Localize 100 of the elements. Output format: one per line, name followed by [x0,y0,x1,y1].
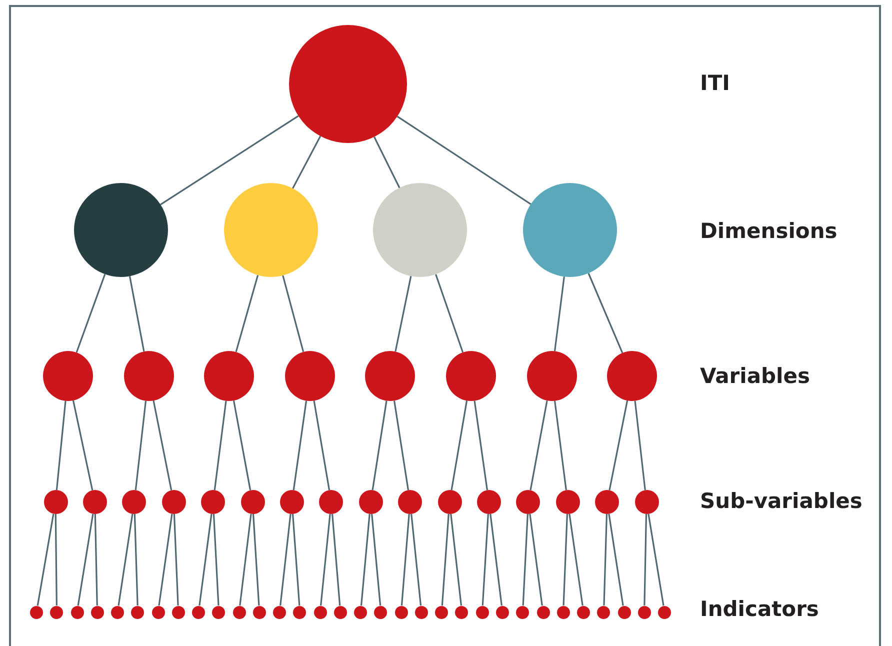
circle-node [30,606,43,618]
connector-line [252,514,260,606]
connector-line [212,514,220,606]
connector-line [603,514,608,606]
circle-node [638,606,651,618]
connector-line [72,400,94,490]
circle-node [595,490,620,514]
connector-line [554,400,567,490]
connector-line [160,115,299,206]
connector-line [396,116,532,205]
connector-line [393,400,410,490]
circle-node [44,490,68,514]
connector-line [77,514,94,606]
circle-node [634,490,658,514]
connector-line [214,400,227,490]
connector-line [435,274,464,353]
connector-line [292,400,308,490]
connector-line [54,514,58,606]
connector-line [588,272,624,354]
circle-node [43,351,93,401]
circle-node [82,490,107,514]
circle-node [162,490,186,514]
connector-line [400,514,410,606]
circle-node [398,490,422,514]
connector-line [134,400,147,490]
connector-line [198,514,212,606]
connector-line [522,514,528,606]
connector-line [490,514,502,606]
circle-node [122,490,146,514]
connector-line [235,275,259,352]
connector-line [410,514,422,606]
circle-node [496,606,509,618]
circle-node [252,606,266,618]
circle-node [354,606,368,618]
connector-line [371,514,382,606]
circle-node [192,606,206,618]
circle-node [618,606,631,618]
connector-line [332,514,341,606]
connector-line [394,276,412,352]
connector-line [232,400,252,490]
connector-line [282,275,304,352]
connector-line [280,514,292,606]
circle-node [516,606,530,618]
circle-node [273,606,286,618]
connector-line [530,400,548,490]
connector-line [118,514,134,606]
connector-line [158,514,173,606]
circle-node [658,606,672,618]
connector-line [644,514,648,606]
circle-node [556,490,580,514]
circle-node [70,606,84,618]
circle-node [536,606,550,618]
circle-node [597,606,610,618]
circle-node [314,606,327,618]
circle-node [438,490,462,514]
circle-node [293,606,306,618]
connector-line [152,400,172,490]
connector-line [562,514,568,606]
connector-line [292,514,300,606]
connector-line [450,400,468,490]
connector-line [608,514,624,606]
circle-node [577,606,590,618]
level-label: Sub-variables [700,489,862,513]
circle-node [50,606,64,618]
circle-node [212,606,226,618]
connector-line [648,514,664,606]
circle-node [556,606,570,618]
circle-node [152,606,165,618]
circle-node [334,606,347,618]
connector-line [292,136,322,189]
connector-line [474,400,488,490]
circle-node [232,606,246,618]
circle-node [435,606,448,618]
circle-node [374,606,388,618]
circle-node [476,606,489,618]
circle-node [240,490,264,514]
circle-node [358,490,383,514]
circle-node [172,606,185,618]
connector-line [56,400,66,490]
connector-line [128,276,145,352]
connector-line [76,274,106,353]
connector-line [134,514,138,606]
connector-line [529,514,543,606]
connector-line [94,514,98,606]
connector-line [313,400,330,490]
circle-node [394,606,408,618]
circle-node [414,606,428,618]
circle-node [516,490,540,514]
connector-line [36,514,54,606]
circle-node [319,490,344,514]
circle-node [280,490,304,514]
level-label: Dimensions [700,219,838,243]
circle-node [455,606,468,618]
connector-line [554,276,565,352]
circle-node [446,351,496,401]
level-label: Variables [700,364,810,388]
connector-line [568,514,584,606]
connector-line [320,514,331,606]
connector-line [173,514,179,606]
connector-line [372,400,388,490]
